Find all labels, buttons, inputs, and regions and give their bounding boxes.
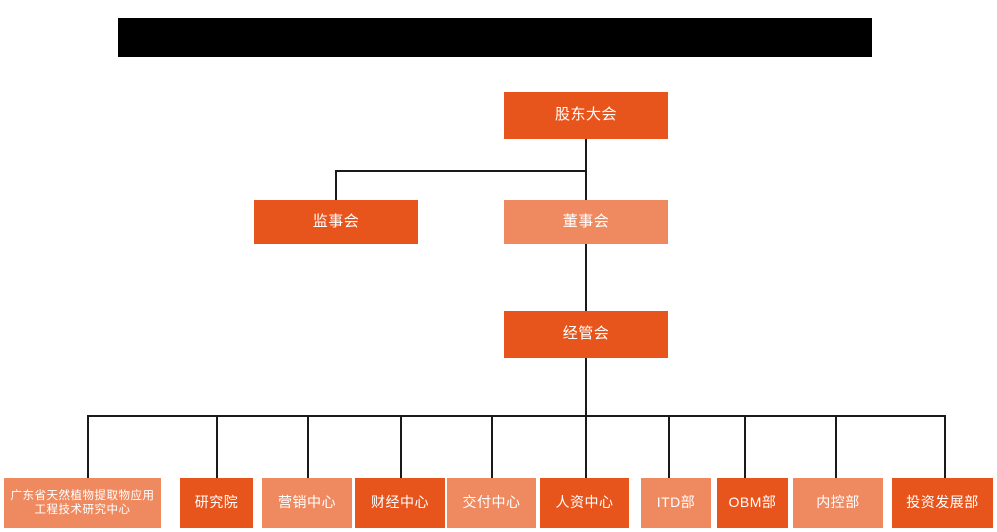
node-label-gd-research-center: 广东省天然植物提取物应用工程技术研究中心	[10, 489, 155, 516]
node-itd-dept[interactable]: ITD部	[641, 478, 711, 528]
node-label-internal-control-dept: 内控部	[816, 494, 860, 511]
connector-drop-hr-center	[585, 415, 587, 478]
connector-shareholders-down	[585, 139, 587, 171]
node-delivery-center[interactable]: 交付中心	[447, 478, 536, 528]
node-finance-center[interactable]: 财经中心	[355, 478, 445, 528]
node-label-research-institute: 研究院	[194, 494, 239, 511]
node-management[interactable]: 经管会	[504, 311, 668, 358]
connector-supervisors-drop	[335, 170, 337, 200]
node-research-institute[interactable]: 研究院	[180, 478, 253, 528]
node-marketing-center[interactable]: 营销中心	[262, 478, 352, 528]
connector-drop-marketing-center	[307, 415, 309, 478]
connector-board-drop	[585, 170, 587, 200]
node-supervisors[interactable]: 监事会	[254, 200, 418, 244]
node-investment-development-dept[interactable]: 投资发展部	[892, 478, 993, 528]
node-shareholders[interactable]: 股东大会	[504, 92, 668, 139]
node-label-investment-development-dept: 投资发展部	[906, 494, 979, 511]
node-obm-dept[interactable]: OBM部	[717, 478, 788, 528]
connector-board-to-management	[585, 243, 587, 311]
node-label-obm-dept: OBM部	[728, 494, 777, 511]
node-label-supervisors: 监事会	[312, 212, 360, 230]
node-board[interactable]: 董事会	[504, 200, 668, 244]
connector-management-to-bus	[585, 358, 587, 416]
node-label-management: 经管会	[562, 325, 610, 343]
connector-level2-bus	[335, 170, 587, 172]
connector-drop-delivery-center	[491, 415, 493, 478]
node-label-shareholders: 股东大会	[554, 106, 617, 124]
node-label-finance-center: 财经中心	[371, 494, 429, 511]
node-hr-center[interactable]: 人资中心	[540, 478, 629, 528]
connector-drop-itd-dept	[668, 415, 670, 478]
connector-departments-bus	[87, 415, 945, 417]
title-redaction-bar	[118, 18, 872, 57]
connector-drop-investment-development-dept	[944, 415, 946, 478]
node-label-delivery-center: 交付中心	[462, 494, 521, 511]
connector-drop-research-institute	[216, 415, 218, 478]
node-internal-control-dept[interactable]: 内控部	[793, 478, 883, 528]
connector-drop-obm-dept	[744, 415, 746, 478]
node-gd-research-center[interactable]: 广东省天然植物提取物应用工程技术研究中心	[4, 478, 161, 528]
connector-drop-gd-research-center	[87, 415, 89, 478]
node-label-marketing-center: 营销中心	[278, 494, 336, 511]
node-label-itd-dept: ITD部	[656, 494, 696, 511]
connector-drop-finance-center	[400, 415, 402, 478]
node-label-board: 董事会	[562, 212, 610, 230]
connector-drop-internal-control-dept	[835, 415, 837, 478]
node-label-hr-center: 人资中心	[555, 494, 614, 511]
